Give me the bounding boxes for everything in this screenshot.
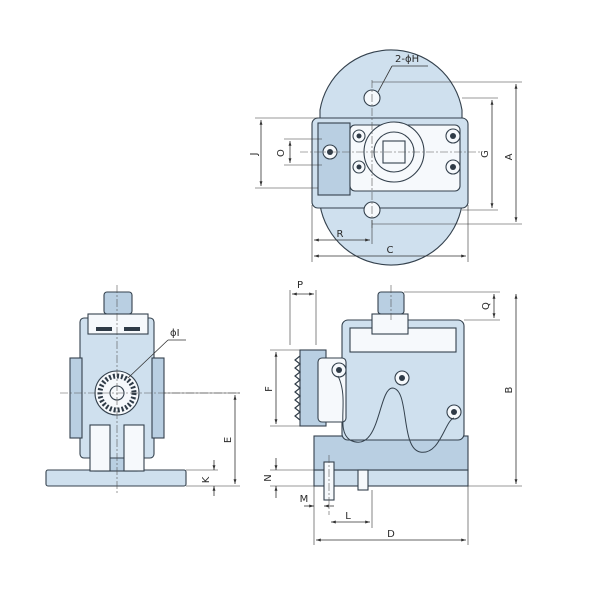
side-view: ϕI E K [45,285,240,496]
label-k: K [201,476,212,483]
front-spring [337,375,455,453]
front-stud-collar [371,313,409,335]
front-rack-teeth [294,355,301,421]
label-d: D [387,529,395,540]
label-r: R [337,229,344,240]
label-m: M [300,494,309,505]
label-q: Q [481,302,492,310]
top-left-plate [317,122,351,196]
label-n: N [263,474,274,481]
label-j: J [249,153,260,157]
side-leg-left [89,424,111,472]
label-phi-i: ϕI [170,328,180,339]
front-pin [357,469,369,491]
side-top-stud [103,291,133,315]
label-c: C [387,245,394,256]
front-base [313,469,469,487]
label-o: O [276,149,287,157]
front-view: P F Q B N M L D [263,280,522,545]
label-g: G [480,150,491,158]
label-b: B [504,386,515,393]
label-f: F [264,386,275,392]
side-clamp-left [69,357,83,439]
label-l: L [345,511,351,522]
top-view: A G J O R C 2-ϕH [249,49,522,266]
label-p: P [297,280,303,291]
label-a: A [504,153,515,160]
side-leg-right [123,424,145,472]
label-2-phi-h: 2-ϕH [395,54,419,65]
label-e: E [223,437,234,443]
side-base [45,469,187,487]
front-lower-block [313,435,469,471]
side-clamp-right [151,357,165,439]
